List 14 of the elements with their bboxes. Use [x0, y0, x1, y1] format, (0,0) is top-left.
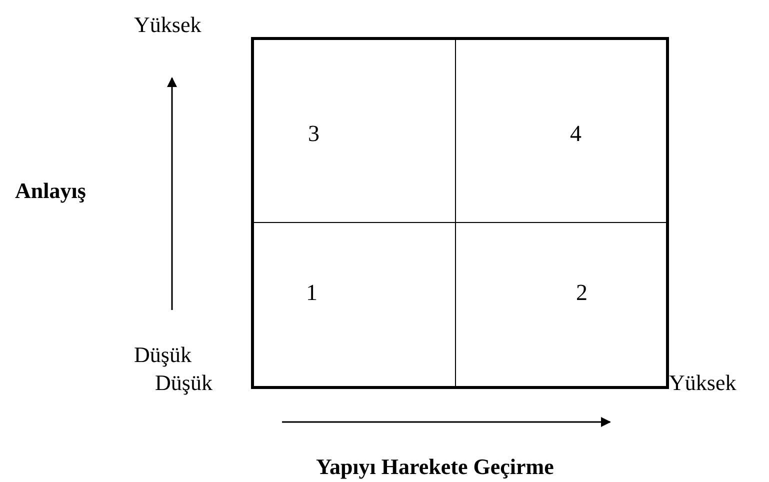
axis-end-label: Yüksek [134, 14, 202, 36]
quadrant-number: 1 [306, 281, 318, 304]
matrix-quadrant [251, 37, 456, 223]
quadrant-number: 3 [308, 122, 320, 145]
axis-title: Yapıyı Harekete Geçirme [316, 456, 554, 478]
quadrant-number: 2 [576, 281, 588, 304]
matrix-quadrant [455, 222, 669, 389]
matrix-quadrant [455, 37, 669, 223]
quadrant-number: 4 [570, 122, 582, 145]
axis-end-label: Düşük [155, 372, 212, 394]
axis-end-label: Yüksek [669, 372, 736, 394]
matrix-quadrant [251, 222, 456, 389]
axis-end-label: Düşük [134, 344, 192, 366]
axis-title: Anlayış [15, 180, 86, 202]
